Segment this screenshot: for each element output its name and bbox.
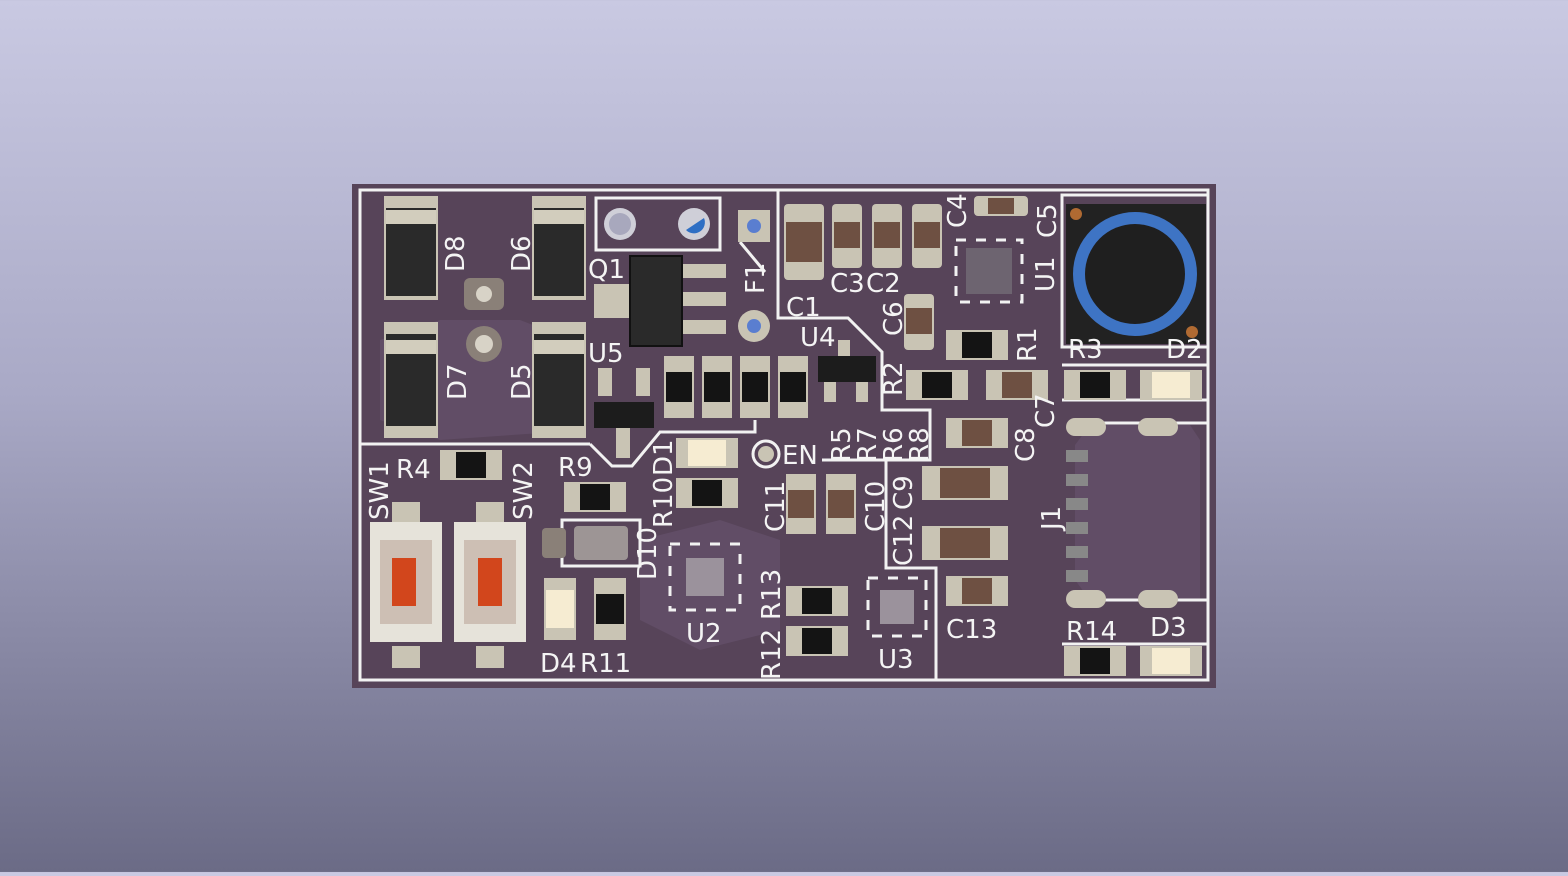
silkscreen-outlines [358, 188, 1210, 682]
label-d2: D2 [1166, 335, 1203, 365]
label-c3: C3 [830, 269, 865, 299]
label-d1: D1 [649, 439, 679, 476]
label-u2: U2 [686, 619, 722, 649]
u2-ic [668, 542, 742, 612]
capacitors-top [784, 196, 1028, 350]
label-r1: R1 [1013, 327, 1043, 362]
label-j1: J1 [1037, 506, 1067, 532]
label-c10: C10 [861, 481, 891, 532]
label-u3: U3 [878, 645, 914, 675]
label-f1: F1 [741, 263, 771, 295]
diode-d7-body [384, 322, 438, 438]
label-en: EN [782, 441, 818, 471]
label-r11: R11 [580, 649, 631, 679]
label-c4: C4 [943, 193, 973, 228]
diode-d6-body [532, 196, 586, 300]
d10-diode [542, 526, 628, 560]
label-r3: R3 [1068, 335, 1103, 365]
f1-pads [738, 210, 770, 342]
diode-d8-body [384, 196, 438, 300]
label-u5: U5 [588, 339, 624, 369]
label-r8: R8 [905, 427, 935, 462]
label-c1: C1 [786, 293, 821, 323]
label-c8: C8 [1011, 427, 1041, 462]
label-d7: D7 [443, 363, 473, 400]
u5-regulator [594, 255, 726, 347]
label-d6: D6 [507, 235, 537, 272]
mid-components [440, 330, 1202, 676]
label-d8: D8 [441, 235, 471, 272]
label-d4: D4 [540, 649, 577, 679]
label-r5: R5 [827, 427, 857, 462]
sot-transistor [594, 368, 654, 458]
label-c12: C12 [889, 515, 919, 566]
test-pads [464, 278, 504, 362]
label-r12: R12 [757, 629, 787, 680]
label-u4: U4 [800, 323, 836, 353]
q1-pins [604, 208, 710, 240]
label-d5: D5 [507, 363, 537, 400]
u1-ic [954, 238, 1024, 304]
label-r13: R13 [757, 569, 787, 620]
resistor-row [664, 356, 808, 418]
label-sw1: SW1 [365, 461, 395, 520]
label-r4: R4 [396, 455, 431, 485]
switch-sw2 [454, 502, 526, 668]
diode-d5-body [532, 322, 586, 438]
silkscreen-labels: D8 D6 D7 D5 Q1 U5 F1 C1 C3 C2 C4 C5 U1 U… [365, 193, 1203, 680]
label-r7: R7 [853, 427, 883, 462]
label-d10: D10 [633, 527, 663, 580]
inductor [1066, 204, 1206, 344]
label-sw2: SW2 [509, 461, 539, 520]
label-c5: C5 [1033, 203, 1063, 238]
u4-ic [818, 340, 876, 402]
label-c11: C11 [761, 481, 791, 532]
label-c9: C9 [889, 475, 919, 510]
label-c13: C13 [946, 615, 997, 645]
switch-sw1 [370, 502, 442, 668]
u3-ic [866, 576, 928, 638]
label-r9: R9 [558, 453, 593, 483]
label-c2: C2 [866, 269, 901, 299]
label-u1: U1 [1031, 256, 1061, 292]
label-r14: R14 [1066, 617, 1117, 647]
label-c6: C6 [879, 301, 909, 336]
label-r10: R10 [649, 477, 679, 528]
label-q1: Q1 [588, 255, 625, 285]
label-r2: R2 [879, 361, 909, 396]
label-d3: D3 [1150, 613, 1187, 643]
label-r6: R6 [879, 427, 909, 462]
label-c7: C7 [1031, 393, 1061, 428]
en-test-point [751, 439, 781, 469]
j1-usb-connector [1066, 418, 1178, 608]
